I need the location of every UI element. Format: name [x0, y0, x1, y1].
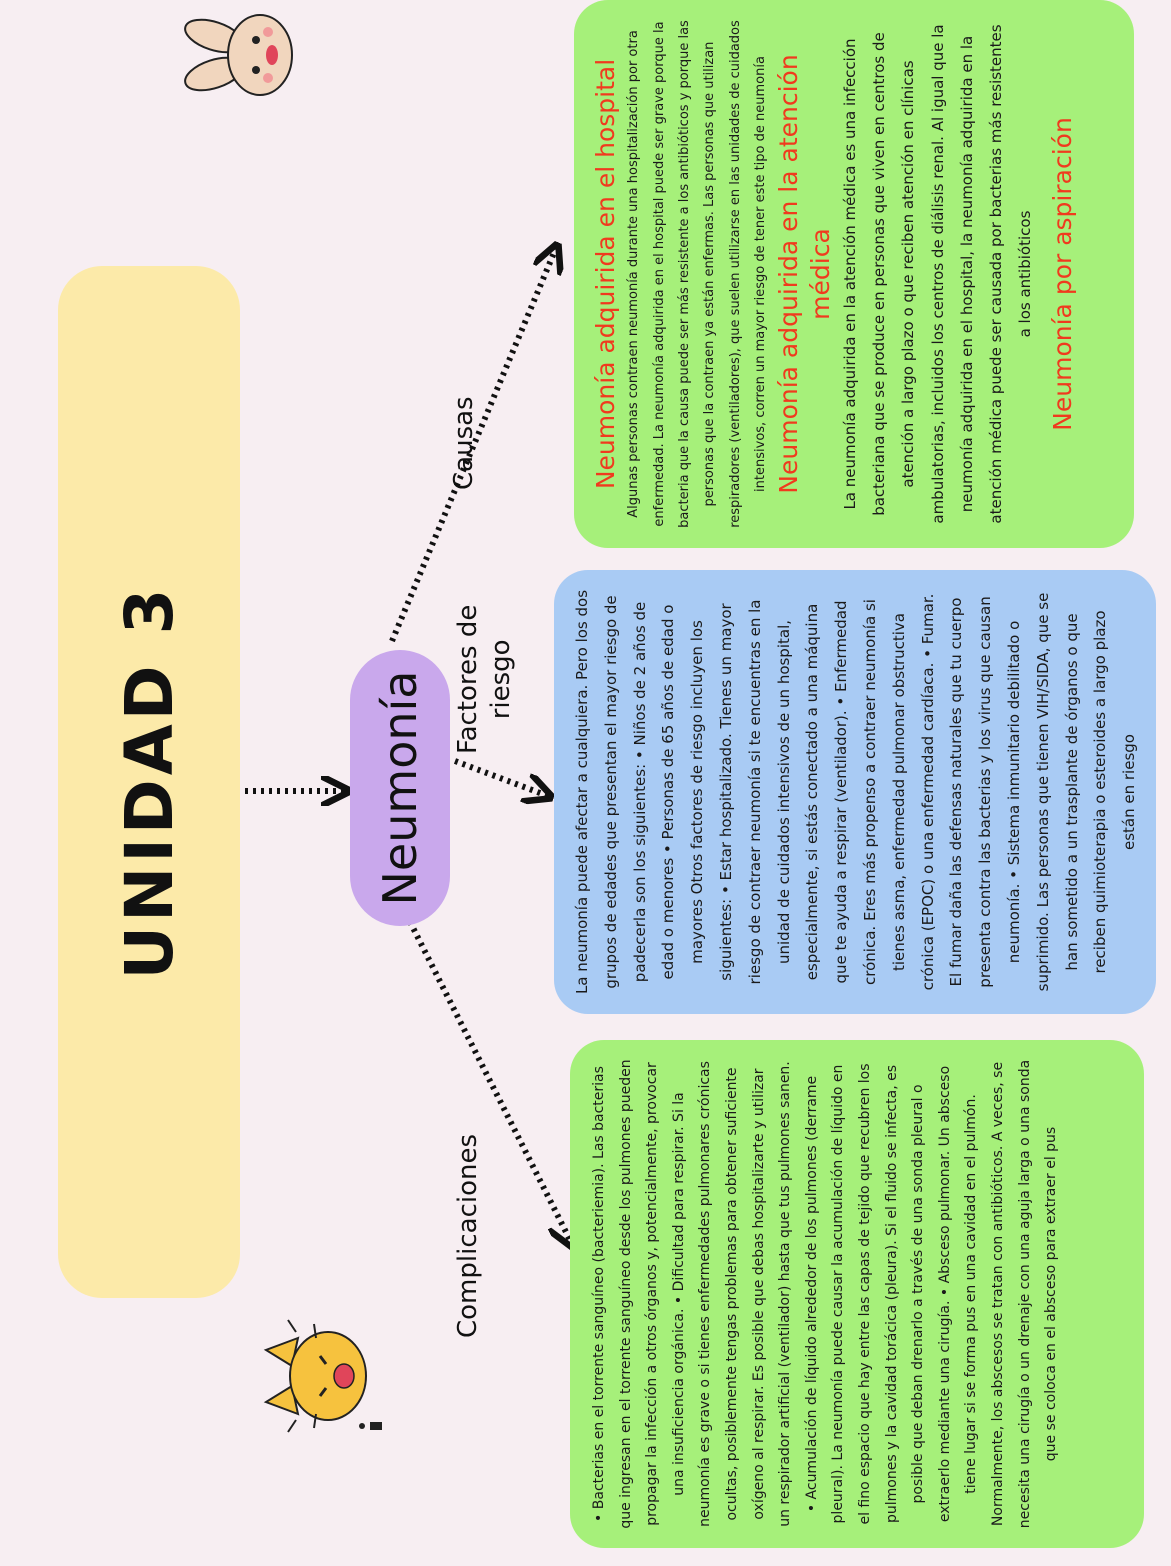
central-node-label: Neumonía: [373, 670, 427, 906]
causas-text-hospital: Algunas personas contraen neumonía duran…: [626, 20, 768, 528]
arrow-to-causas: [389, 248, 556, 643]
arrow-to-factores: [453, 758, 548, 796]
title-box: UNIDAD 3: [58, 266, 240, 1298]
branch-label-factores-line1: Factores de: [453, 604, 483, 754]
branch-label-complicaciones: Complicaciones: [453, 1133, 483, 1338]
branch-label-factores: Factores de riesgo: [452, 605, 517, 754]
complicaciones-panel: • Bacterias en el torrente sanguíneo (ba…: [570, 1040, 1144, 1548]
causas-text-atencion: La neumonía adquirida en la atención méd…: [840, 24, 1035, 524]
factores-text: La neumonía puede afectar a cualquiera. …: [573, 589, 1139, 995]
cat-sticker: [263, 1319, 382, 1433]
causas-heading-hospital: Neumonía adquirida en el hospital: [591, 58, 620, 490]
causas-heading-aspiracion: Neumonía por aspiración: [1047, 117, 1077, 431]
arrow-to-complicaciones: [389, 884, 572, 1244]
factores-panel: La neumonía puede afectar a cualquiera. …: [554, 570, 1156, 1014]
bunny-sticker: [184, 14, 293, 96]
complicaciones-text: • Bacterias en el torrente sanguíneo (ba…: [591, 1059, 1060, 1529]
causas-panel: Neumonía adquirida en el hospital Alguna…: [574, 0, 1134, 548]
central-node: Neumonía: [350, 650, 450, 926]
causas-heading-atencion: Neumonía adquirida en la atención médica: [774, 54, 835, 494]
branch-label-factores-line2: riesgo: [485, 639, 516, 720]
title-text: UNIDAD 3: [110, 584, 188, 980]
branch-label-causas: Causas: [449, 396, 479, 490]
